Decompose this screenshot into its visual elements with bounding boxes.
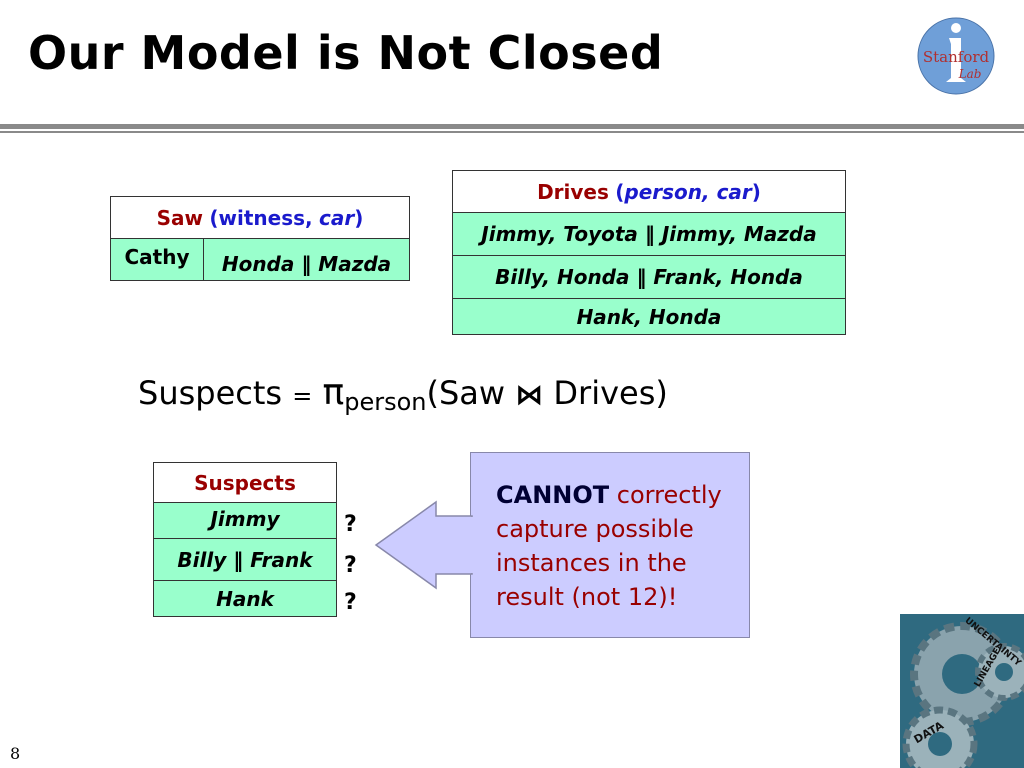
question-mark: ? [344,512,357,537]
projection-symbol: π [322,372,345,413]
formula-equals: = [292,382,313,410]
title-divider-thick [0,124,1024,129]
drives-paren-open: ( [615,179,625,204]
callout-strong: CANNOT [496,481,610,509]
saw-table: Saw (witness, car) Cathy Honda ‖ Mazda [110,196,410,281]
drives-attrs: person, car [624,179,752,204]
question-mark: ? [344,590,357,615]
slide-title: Our Model is Not Closed [28,26,664,80]
saw-table-header: Saw (witness, car) [110,196,410,239]
drives-paren-close: ) [751,179,761,204]
saw-relation-name: Saw [156,205,204,230]
gears-icon: UNCERTAINTY LINEAGE DATA [900,614,1024,768]
callout-box [470,452,750,638]
suspects-relation-name: Suspects [194,470,296,495]
saw-cell-witness: Cathy [110,238,204,281]
saw-paren-close: ) [354,205,364,230]
callout-text: CANNOT correctly capture possible instan… [496,478,746,614]
query-formula: Suspects = πperson(Saw ⋈ Drives) [138,372,668,416]
suspects-row: Hank [153,580,337,617]
drives-row: Billy, Honda ‖ Frank, Honda [452,255,846,299]
suspects-row: Billy ‖ Frank [153,538,337,581]
callout-arrow [374,500,474,590]
saw-cell-car: Honda ‖ Mazda [203,238,410,281]
drives-row: Hank, Honda [452,298,846,335]
gears-graphic: UNCERTAINTY LINEAGE DATA [900,614,1024,768]
projection-subscript: person [344,388,427,416]
formula-open: (Saw [426,374,506,412]
drives-relation-name: Drives [537,179,609,204]
suspects-row: Jimmy [153,502,337,539]
drives-table-header: Drives (person, car) [452,170,846,213]
page-number: 8 [10,744,21,763]
callout-rest: correctly capture possible instances in … [496,481,722,611]
question-mark: ? [344,553,357,578]
logo-text-bottom: Lab [958,67,982,81]
formula-close: Drives) [553,374,668,412]
saw-attr-car: car [319,205,355,230]
stanford-infolab-logo: Stanford Lab [917,17,995,95]
join-symbol: ⋈ [515,378,544,411]
formula-lhs: Suspects [138,374,283,412]
title-divider-thin [0,131,1024,133]
saw-attr-witness: witness, [218,205,313,230]
drives-table: Drives (person, car) Jimmy, Toyota ‖ Jim… [452,170,846,335]
logo-text-top: Stanford [923,48,990,66]
drives-row: Jimmy, Toyota ‖ Jimmy, Mazda [452,212,846,256]
saw-paren-open: ( [209,205,219,230]
suspects-table-header: Suspects [153,462,337,503]
suspects-table: Suspects Jimmy Billy ‖ Frank Hank [153,462,337,617]
